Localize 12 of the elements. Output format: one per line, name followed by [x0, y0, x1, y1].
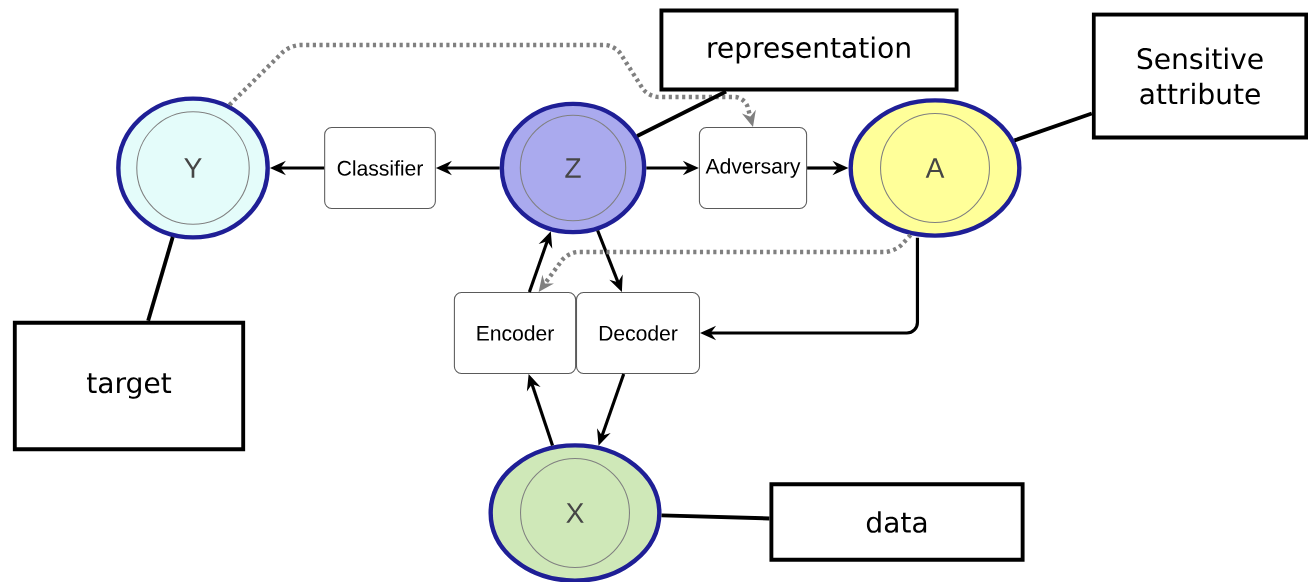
callout-box: target — [12, 320, 246, 452]
process-box: Encoder — [453, 292, 577, 374]
callout-tail — [146, 236, 175, 322]
process-box: Classifier — [324, 127, 436, 209]
callout-box: data — [769, 482, 1025, 562]
callout-tail — [636, 89, 727, 138]
callout-tail — [661, 513, 770, 521]
callout-box: Sensitive attribute — [1091, 12, 1308, 140]
callout-box: representation — [659, 8, 959, 92]
process-box: Decoder — [576, 292, 701, 374]
process-box: Adversary — [698, 127, 808, 209]
callout-tail — [1013, 111, 1093, 143]
